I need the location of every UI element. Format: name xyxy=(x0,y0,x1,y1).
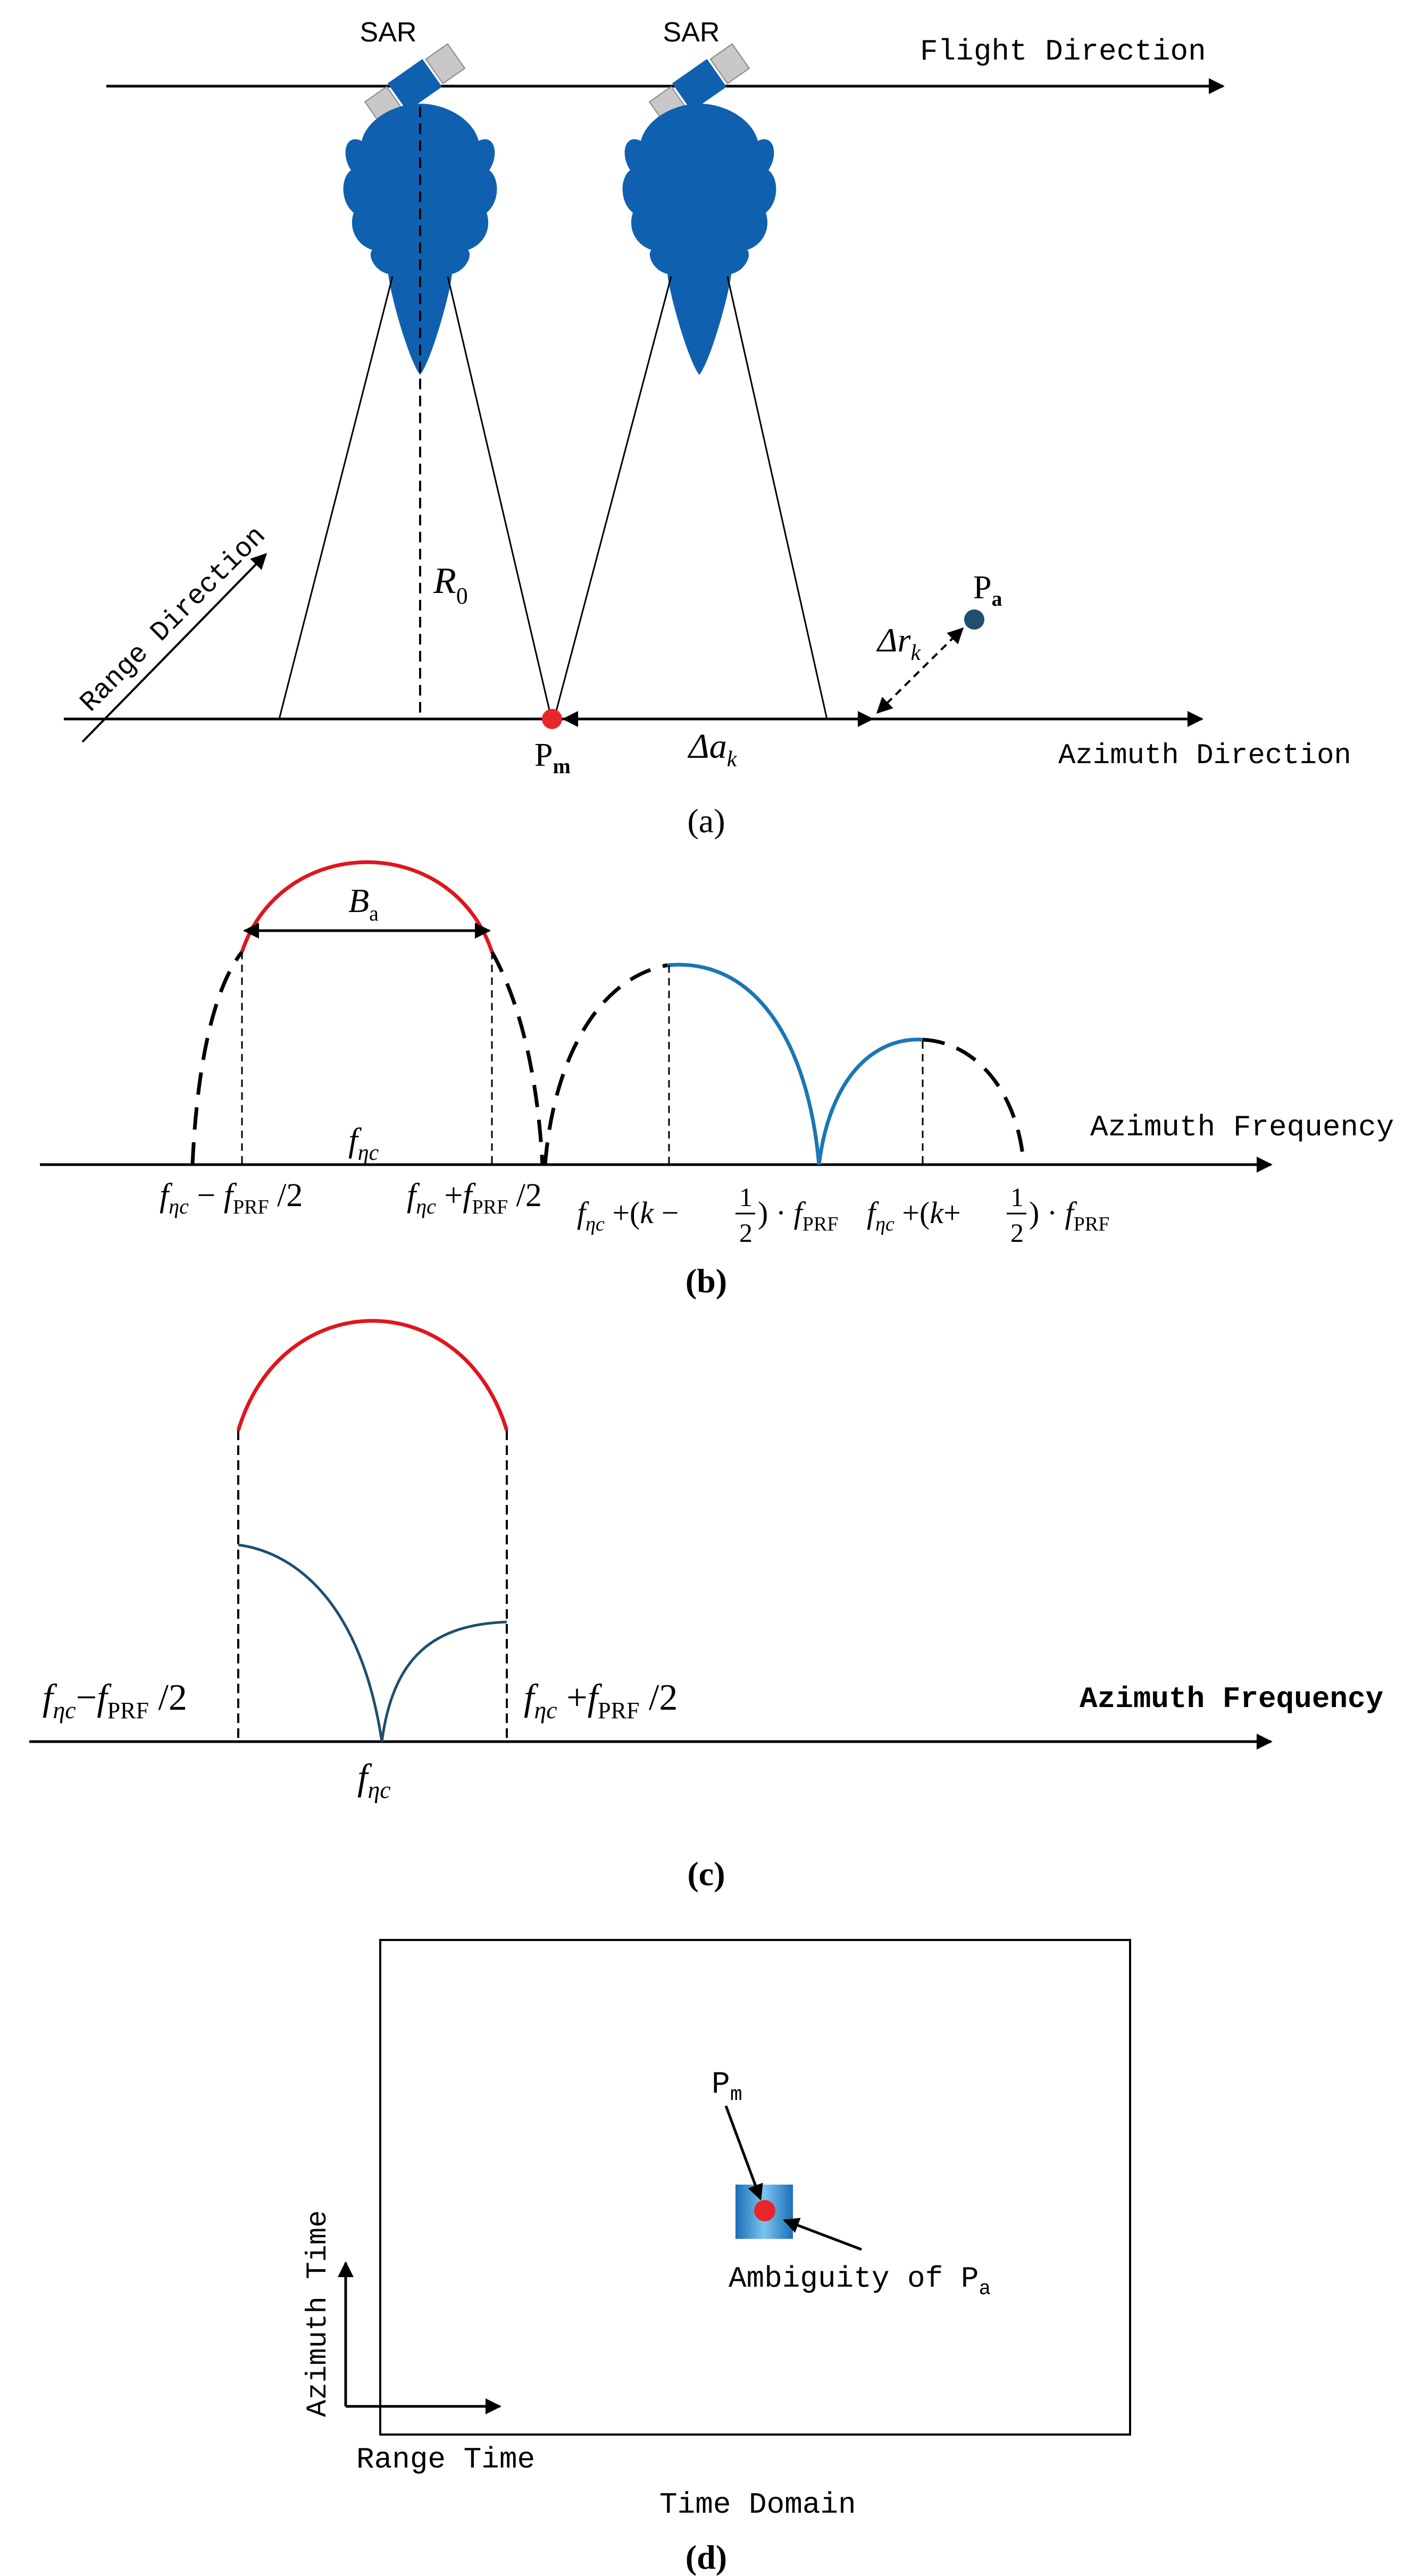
tick-b-2: fηc +fPRF /2 xyxy=(407,1177,542,1218)
caption-b: (b) xyxy=(685,1262,727,1300)
tick-c-left: fηc−fPRF /2 xyxy=(43,1677,187,1724)
svg-text:fηc +(k −: fηc +(k − xyxy=(577,1195,679,1235)
time-domain-frame xyxy=(379,1939,1131,2436)
pa-point xyxy=(964,609,984,630)
ambiguity-label: Ambiguity of Pa xyxy=(729,2262,991,2301)
azimuth-frequency-label-c: Azimuth Frequency xyxy=(1080,1682,1383,1716)
beam-edge-right-a xyxy=(553,276,672,720)
panel-d: Pm Ambiguity of Pa Azimuth Time Range Ti… xyxy=(302,1939,1131,2576)
svg-text:2: 2 xyxy=(739,1218,753,1248)
range-time-label: Range Time xyxy=(356,2443,535,2477)
range-direction-line xyxy=(81,553,267,743)
caption-c: (c) xyxy=(687,1855,725,1893)
tick-b-1: fηc − fPRF /2 xyxy=(160,1177,303,1218)
azimuth-frequency-label-b: Azimuth Frequency xyxy=(1090,1110,1394,1144)
caption-a: (a) xyxy=(687,802,725,840)
ambiguity-pointer xyxy=(783,2218,862,2251)
pm-label-d: Pm xyxy=(712,2068,742,2106)
red-spectrum-arc-c xyxy=(236,1319,509,1432)
svg-text:1: 1 xyxy=(739,1182,753,1212)
sar-right-label: SAR xyxy=(663,17,720,48)
caption-d: (d) xyxy=(685,2538,727,2576)
satellite-icon xyxy=(648,43,750,127)
pa-label: Pa xyxy=(973,570,1002,610)
svg-text:1: 1 xyxy=(1010,1182,1024,1212)
beam-edge-left-a xyxy=(278,276,394,720)
flight-direction-label: Flight Direction xyxy=(920,35,1206,69)
dashed-arc-mid xyxy=(490,951,545,1165)
beam-right xyxy=(622,104,776,375)
svg-text:) · fPRF: ) · fPRF xyxy=(1029,1195,1109,1235)
dashed-arc-right xyxy=(922,1038,1026,1165)
tick-b-3: fηc +(k − 1 2 ) · fPRF xyxy=(577,1182,838,1248)
beam-edge-right-b xyxy=(726,276,828,720)
beam-edge-left-b xyxy=(447,276,553,720)
svg-text:fηc +(k+: fηc +(k+ xyxy=(867,1195,961,1235)
azimuth-direction-label: Azimuth Direction xyxy=(1058,740,1351,772)
beam-left xyxy=(343,104,497,375)
satellite-right: SAR xyxy=(553,17,828,720)
delta-a-label: Δak xyxy=(687,727,738,772)
red-spectrum-arc xyxy=(240,860,494,953)
pm-label: Pm xyxy=(534,737,571,778)
r0-label: R0 xyxy=(433,561,468,609)
tick-c-right: fηc +fPRF /2 xyxy=(524,1677,678,1724)
ba-label: Ba xyxy=(348,882,379,925)
tick-b-4: fηc +(k+ 1 2 ) · fPRF xyxy=(867,1182,1109,1248)
satellite-left: SAR xyxy=(278,17,553,720)
svg-text:) · fPRF: ) · fPRF xyxy=(758,1195,838,1235)
dashed-arc-left xyxy=(190,950,244,1165)
svg-text:2: 2 xyxy=(1010,1218,1024,1248)
panel-b: Azimuth Frequency Ba fηc fηc − fPRF /2 f… xyxy=(40,860,1394,1300)
pm-point xyxy=(542,709,562,729)
folded-arc-left xyxy=(238,1543,383,1742)
blue-spectrum-arc-2 xyxy=(817,1038,923,1165)
delta-r-label: Δrk xyxy=(876,621,921,665)
pm-point-d xyxy=(754,2200,775,2221)
folded-arc-right xyxy=(380,1620,507,1742)
delta-r-arrow xyxy=(876,627,964,714)
time-domain-label: Time Domain xyxy=(659,2488,856,2522)
center-label-c: fηc xyxy=(357,1757,391,1803)
sar-left-label: SAR xyxy=(360,17,417,48)
blue-spectrum-arc-1 xyxy=(667,963,821,1165)
panel-a: Flight Direction SAR SAR xyxy=(64,17,1351,840)
dashed-arc-blue-left xyxy=(543,963,668,1165)
azimuth-time-label: Azimuth Time xyxy=(302,2210,335,2417)
f-eta-c-label-b: fηc xyxy=(348,1121,379,1165)
range-direction-label: Range Direction xyxy=(74,521,273,719)
pm-pointer-d xyxy=(724,2105,763,2201)
panel-c: Azimuth Frequency fηc−fPRF /2 fηc +fPRF … xyxy=(29,1319,1383,1893)
